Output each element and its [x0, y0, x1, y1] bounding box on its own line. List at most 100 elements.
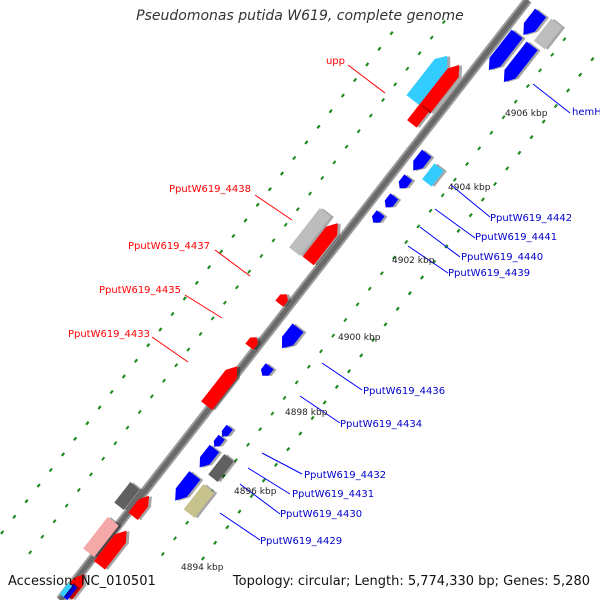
gene-4439[interactable]: [369, 209, 388, 227]
tick-mark: [355, 302, 360, 307]
tick-mark: [359, 353, 364, 358]
tick-mark: [306, 364, 311, 369]
gene-label-4431[interactable]: PputW619_4431: [292, 489, 374, 500]
gene-label-4437[interactable]: PputW619_4437: [128, 241, 210, 252]
gene-red-2[interactable]: [93, 525, 135, 571]
gene-4434[interactable]: [258, 362, 277, 380]
gene-hemH-grey[interactable]: [533, 17, 566, 50]
gene-label-4441[interactable]: PputW619_4441: [475, 232, 557, 243]
gene-red-1[interactable]: [128, 491, 156, 522]
tick-mark: [298, 431, 303, 436]
gene-4437[interactable]: [275, 290, 293, 308]
gene-4430[interactable]: [170, 470, 204, 507]
tick-mark: [501, 115, 506, 120]
tick-mark: [377, 46, 382, 51]
gene-dark-1[interactable]: [114, 481, 143, 512]
gene-4432b[interactable]: [211, 434, 228, 451]
tick-mark: [452, 177, 457, 182]
tick-mark: [381, 97, 386, 103]
gene-4433[interactable]: [201, 361, 246, 412]
tick-mark: [283, 222, 288, 227]
tick-mark: [344, 144, 349, 149]
gene-hemH-3[interactable]: [498, 40, 541, 88]
tick-mark: [379, 271, 384, 276]
gene-label-4436[interactable]: PputW619_4436: [363, 386, 445, 397]
genome-summary: Topology: circular; Length: 5,774,330 bp…: [232, 574, 590, 589]
gene-cyan-edge[interactable]: [59, 582, 76, 599]
gene-4442-cyan[interactable]: [422, 162, 447, 188]
gene-pink[interactable]: [83, 516, 122, 559]
gene-4431[interactable]: [195, 444, 223, 473]
gene-4440[interactable]: [382, 192, 402, 212]
tick-mark: [273, 462, 279, 467]
gene-4442[interactable]: [408, 148, 435, 175]
gene-4429-olive[interactable]: [183, 483, 218, 520]
tick-mark: [235, 285, 240, 290]
tick-mark: [322, 400, 327, 405]
gene-label-hemH[interactable]: hemH: [572, 107, 600, 118]
tick-mark: [200, 556, 206, 561]
tick-mark: [562, 37, 567, 42]
gene-features: [59, 7, 566, 600]
gene-4435[interactable]: [245, 333, 263, 351]
gene-label-4438[interactable]: PputW619_4438: [169, 184, 251, 195]
gene-label-4435[interactable]: PputW619_4435: [99, 285, 181, 296]
tick-mark: [12, 514, 17, 519]
gene-upp[interactable]: [419, 59, 467, 114]
gene-4432a[interactable]: [219, 424, 236, 441]
tick-mark: [109, 389, 114, 395]
tick-mark: [492, 181, 498, 187]
gene-4441[interactable]: [396, 173, 416, 193]
tick-mark: [465, 161, 470, 167]
gene-label-upp[interactable]: upp: [326, 56, 345, 67]
tick-mark: [225, 525, 230, 530]
genome-backbone: [56, 0, 532, 600]
tick-mark: [158, 327, 163, 332]
tick-mark: [60, 452, 66, 457]
tick-mark: [429, 35, 434, 40]
tick-mark: [246, 442, 250, 447]
gene-cyan-upp[interactable]: [406, 50, 456, 107]
gene-label-4433[interactable]: PputW619_4433: [68, 329, 150, 340]
tick-mark: [565, 88, 571, 93]
gene-label-4430[interactable]: PputW619_4430: [280, 509, 362, 520]
tick-mark: [282, 395, 287, 401]
tick-mark: [186, 347, 191, 352]
gene-blue-edge[interactable]: [62, 583, 81, 600]
tick-mark: [294, 380, 299, 385]
tick-mark: [243, 218, 248, 223]
tick-mark: [405, 66, 410, 71]
tick-mark: [553, 103, 558, 109]
gene-4431-dark[interactable]: [208, 453, 237, 484]
gene-hemH-1[interactable]: [518, 7, 550, 40]
gene-label-4440[interactable]: PputW619_4440: [461, 252, 543, 263]
tick-mark: [383, 322, 388, 327]
tick-mark: [367, 286, 372, 291]
gene-label-4442[interactable]: PputW619_4442: [490, 213, 572, 224]
gene-label-4429[interactable]: PputW619_4429: [260, 536, 342, 547]
tick-mark: [371, 337, 376, 343]
scale-label-4902: 4902 kbp: [392, 256, 435, 266]
map-title: Pseudomonas putida W619, complete genome: [136, 8, 464, 24]
gene-4436[interactable]: [276, 322, 307, 354]
tick-mark: [64, 503, 69, 508]
tick-mark: [125, 425, 130, 430]
accession-label: Accession: NC_010501: [8, 574, 156, 589]
gene-hemH-2[interactable]: [483, 28, 526, 76]
tick-mark: [149, 394, 154, 399]
tick-mark: [343, 317, 348, 323]
gene-upp-small[interactable]: [407, 103, 432, 129]
tick-mark: [271, 238, 276, 243]
scale-ticks: [0, 19, 595, 561]
gene-4438[interactable]: [302, 218, 346, 267]
tick-mark: [28, 550, 33, 555]
tick-mark: [259, 253, 264, 259]
gene-label-4432[interactable]: PputW619_4432: [304, 470, 386, 481]
gene-label-4439[interactable]: PputW619_4439: [448, 268, 530, 279]
tick-mark: [477, 146, 482, 151]
gene-4438-grey[interactable]: [289, 207, 334, 258]
tick-mark: [0, 530, 5, 535]
tick-mark: [340, 93, 345, 98]
gene-label-4434[interactable]: PputW619_4434: [340, 419, 422, 430]
tick-mark: [261, 478, 266, 483]
